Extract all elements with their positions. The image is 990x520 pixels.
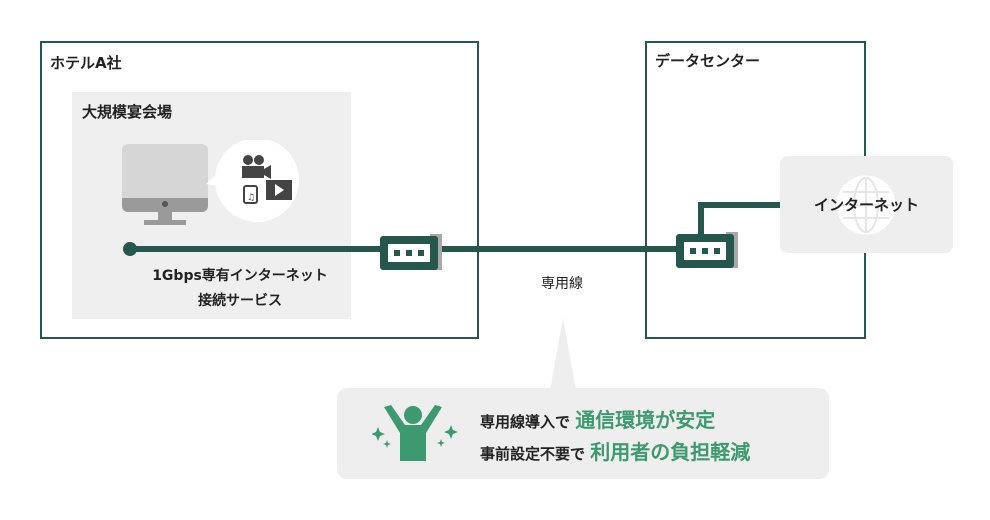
uplink-vertical [698,202,704,238]
service-label-1: 1Gbps専有インターネット [152,268,328,284]
hotel-title: ホテルA社 [50,54,122,72]
benefit-line-1: 専用線導入で 通信環境が安定 [480,404,715,433]
venue-title: 大規模宴会場 [82,103,173,121]
router-icon [676,232,738,268]
benefit-2-highlight: 利用者の負担軽減 [590,440,751,464]
benefit-1-highlight: 通信環境が安定 [575,408,716,432]
hotel-box [40,41,479,339]
internet-label: インターネット [813,196,919,214]
callout-pointer [550,318,576,390]
benefit-1-prefix: 専用線導入で [480,413,571,431]
benefit-line-2: 事前設定不要で 利用者の負担軽減 [480,436,750,465]
happy-person-icon [372,405,458,461]
link-label: 専用線 [541,276,583,292]
media-icon: ♫ [242,155,292,204]
datacenter-title: データセンター [655,52,761,70]
router-icon [380,234,442,270]
service-label-2: 接続サービス [198,293,282,309]
uplink-horizontal [698,202,780,208]
benefit-2-prefix: 事前設定不要で [480,445,586,463]
monitor-icon [122,140,299,225]
globe-icon [836,175,896,235]
venue-panel [72,92,351,319]
svg-text:♫: ♫ [247,193,255,203]
